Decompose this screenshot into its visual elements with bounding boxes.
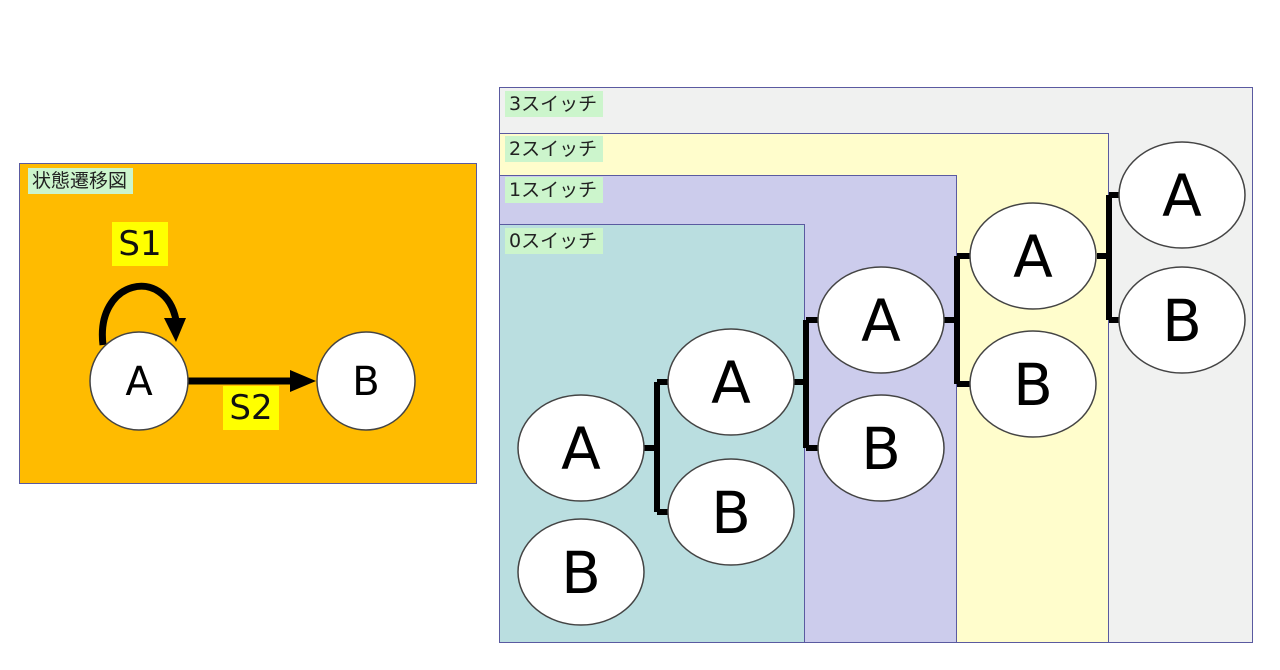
state-a-circle [89, 331, 189, 431]
level-3-label: 3スイッチ [505, 91, 604, 117]
tree-brackets [643, 192, 1120, 515]
self-loop-label: S1 [112, 222, 168, 266]
bracket-2 [943, 253, 970, 387]
level-0-label: 0スイッチ [505, 228, 604, 254]
node-a2 [817, 266, 945, 374]
node-b1-label: B [711, 479, 751, 547]
transition-arrowhead [290, 370, 316, 392]
node-b2-label: B [861, 415, 901, 483]
node-b4 [1118, 266, 1246, 374]
tree-nodes [517, 141, 1246, 626]
state-diagram-panel: 状態遷移図 [19, 163, 477, 484]
bracket-1 [793, 317, 819, 451]
level-1-label: 1スイッチ [505, 177, 604, 203]
node-a2-label: A [861, 287, 901, 355]
node-b0-label: B [561, 539, 601, 607]
node-a0 [517, 394, 645, 502]
self-loop-arrowhead [164, 318, 186, 342]
node-a1-label: A [711, 349, 751, 417]
node-b4-label: B [1162, 287, 1202, 355]
state-diagram-title: 状態遷移図 [28, 168, 134, 194]
node-b0 [517, 518, 645, 626]
level-2-label: 2スイッチ [505, 136, 604, 162]
node-a1 [667, 328, 795, 436]
state-b-circle [316, 331, 416, 431]
node-b3 [969, 330, 1097, 438]
state-a-label: A [125, 359, 153, 405]
node-a4-label: A [1162, 162, 1202, 230]
node-a3 [969, 202, 1097, 310]
bracket-0 [643, 379, 669, 515]
node-a4 [1118, 141, 1246, 249]
node-b2 [817, 394, 945, 502]
node-b3-label: B [1013, 351, 1053, 419]
state-b-label: B [352, 359, 379, 405]
node-b1 [667, 458, 795, 566]
transition-label: S2 [223, 386, 279, 430]
bracket-3 [1097, 192, 1120, 323]
node-a0-label: A [561, 415, 601, 483]
node-a3-label: A [1013, 223, 1053, 291]
self-loop-arrow [98, 282, 180, 346]
